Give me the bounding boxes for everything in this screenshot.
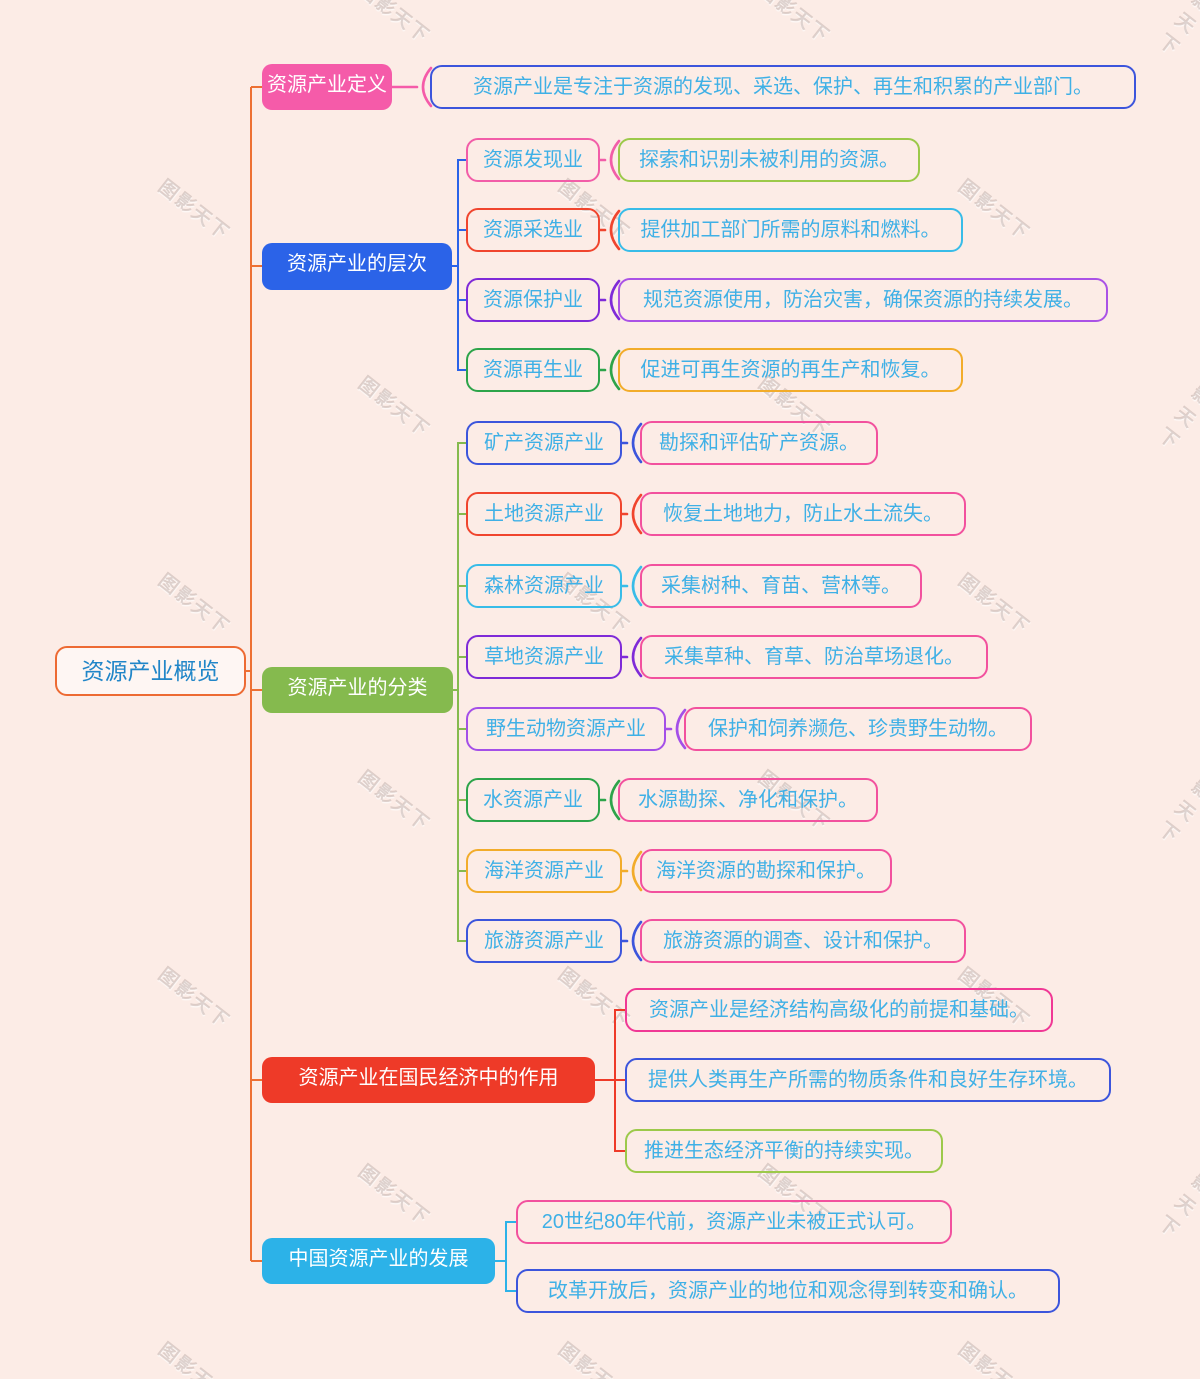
watermark: 图影天下	[1154, 776, 1200, 849]
detail-node[interactable]: 恢复土地地力，防止水土流失。	[640, 492, 966, 536]
child-stub	[458, 798, 467, 802]
watermark: 图影天下	[354, 767, 434, 836]
detail-node[interactable]: 规范资源使用，防治灾害，确保资源的持续发展。	[618, 278, 1108, 322]
watermark: 图影天下	[1154, 1170, 1200, 1243]
detail-node[interactable]: 促进可再生资源的再生产和恢复。	[618, 348, 963, 392]
child-stub	[458, 655, 467, 659]
root-connector	[244, 669, 252, 673]
detail-node[interactable]: 勘探和评估矿产资源。	[640, 421, 878, 465]
branch-bracket-stub	[493, 1259, 507, 1263]
watermark: 图影天下	[554, 964, 634, 1033]
watermark: 图影天下	[554, 1339, 634, 1379]
detail-node[interactable]: 探索和识别未被利用的资源。	[618, 138, 920, 182]
child-stub	[458, 368, 467, 372]
child-stub	[458, 939, 467, 943]
topic-node[interactable]: 森林资源产业	[466, 564, 622, 608]
detail-node[interactable]: 保护和饲养濒危、珍贵野生动物。	[684, 707, 1032, 751]
topic-brace-connector	[598, 209, 621, 251]
branch-bracket	[456, 441, 460, 943]
branch-node[interactable]: 资源产业在国民经济中的作用	[262, 1057, 595, 1103]
watermark: 图影天下	[954, 1339, 1034, 1379]
topic-node[interactable]: 野生动物资源产业	[466, 707, 666, 751]
watermark: 图影天下	[354, 373, 434, 442]
detail-node[interactable]: 海洋资源的勘探和保护。	[640, 849, 892, 893]
topic-node[interactable]: 资源采选业	[466, 208, 600, 252]
child-stub	[506, 1220, 517, 1224]
detail-node[interactable]: 资源产业是经济结构高级化的前提和基础。	[625, 988, 1053, 1032]
child-stub	[458, 298, 467, 302]
watermark: 图影天下	[1154, 382, 1200, 455]
topic-brace-connector	[620, 493, 643, 535]
topic-node[interactable]: 矿产资源产业	[466, 421, 622, 465]
branch-connector	[251, 1259, 263, 1263]
child-stub	[615, 1078, 626, 1082]
detail-node[interactable]: 采集草种、育草、防治草场退化。	[640, 635, 988, 679]
root-node[interactable]: 资源产业概览	[55, 646, 246, 696]
child-stub	[458, 727, 467, 731]
connector-trunk	[249, 87, 253, 1261]
branch-node[interactable]: 资源产业定义	[262, 64, 392, 110]
topic-node[interactable]: 旅游资源产业	[466, 919, 622, 963]
child-stub	[506, 1289, 517, 1293]
topic-node[interactable]: 草地资源产业	[466, 635, 622, 679]
branch-node[interactable]: 资源产业的层次	[262, 243, 452, 290]
branch-bracket-stub	[450, 264, 459, 268]
detail-node[interactable]: 推进生态经济平衡的持续实现。	[625, 1129, 943, 1173]
topic-brace-connector	[598, 279, 621, 321]
branch-connector	[251, 688, 263, 692]
topic-node[interactable]: 资源发现业	[466, 138, 600, 182]
detail-node[interactable]: 旅游资源的调查、设计和保护。	[640, 919, 966, 963]
detail-node[interactable]: 提供加工部门所需的原料和燃料。	[618, 208, 963, 252]
topic-brace-connector	[620, 920, 643, 962]
topic-node[interactable]: 土地资源产业	[466, 492, 622, 536]
topic-node[interactable]: 资源保护业	[466, 278, 600, 322]
watermark: 图影天下	[354, 1161, 434, 1230]
branch-node[interactable]: 资源产业的分类	[262, 667, 453, 713]
child-stub	[458, 512, 467, 516]
child-stub	[615, 1149, 626, 1153]
branch-bracket-stub	[451, 688, 459, 692]
detail-node[interactable]: 采集树种、育苗、营林等。	[640, 564, 922, 608]
watermark: 图影天下	[154, 1339, 234, 1379]
topic-node[interactable]: 海洋资源产业	[466, 849, 622, 893]
detail-node[interactable]: 改革开放后，资源产业的地位和观念得到转变和确认。	[516, 1269, 1060, 1313]
topic-node[interactable]: 水资源产业	[466, 778, 600, 822]
child-stub	[458, 158, 467, 162]
watermark: 图影天下	[754, 0, 834, 48]
watermark: 图影天下	[1154, 0, 1200, 61]
branch-connector	[251, 264, 263, 268]
branch-connector	[251, 1078, 263, 1082]
topic-brace-connector	[620, 565, 643, 607]
detail-node[interactable]: 20世纪80年代前，资源产业未被正式认可。	[516, 1200, 952, 1244]
topic-brace-connector	[664, 708, 687, 750]
detail-node[interactable]: 提供人类再生产所需的物质条件和良好生存环境。	[625, 1058, 1111, 1102]
topic-brace-connector	[598, 139, 621, 181]
topic-brace-connector	[598, 349, 621, 391]
topic-node[interactable]: 资源再生业	[466, 348, 600, 392]
child-stub	[458, 584, 467, 588]
topic-brace-connector	[620, 636, 643, 678]
watermark: 图影天下	[154, 176, 234, 245]
watermark: 图影天下	[154, 964, 234, 1033]
branch-node[interactable]: 中国资源产业的发展	[262, 1238, 495, 1284]
detail-node[interactable]: 水源勘探、净化和保护。	[618, 778, 878, 822]
topic-brace-connector	[620, 422, 643, 464]
child-stub	[615, 1008, 626, 1012]
topic-brace-connector	[390, 66, 433, 108]
watermark: 图影天下	[954, 176, 1034, 245]
topic-brace-connector	[620, 850, 643, 892]
topic-brace-connector	[598, 779, 621, 821]
child-stub	[458, 441, 467, 445]
branch-bracket	[504, 1220, 508, 1293]
branch-bracket-stub	[593, 1078, 616, 1082]
child-stub	[458, 228, 467, 232]
watermark: 图影天下	[154, 570, 234, 639]
branch-connector	[251, 85, 263, 89]
detail-node[interactable]: 资源产业是专注于资源的发现、采选、保护、再生和积累的产业部门。	[430, 65, 1136, 109]
watermark: 图影天下	[954, 570, 1034, 639]
watermark: 图影天下	[354, 0, 434, 48]
child-stub	[458, 869, 467, 873]
